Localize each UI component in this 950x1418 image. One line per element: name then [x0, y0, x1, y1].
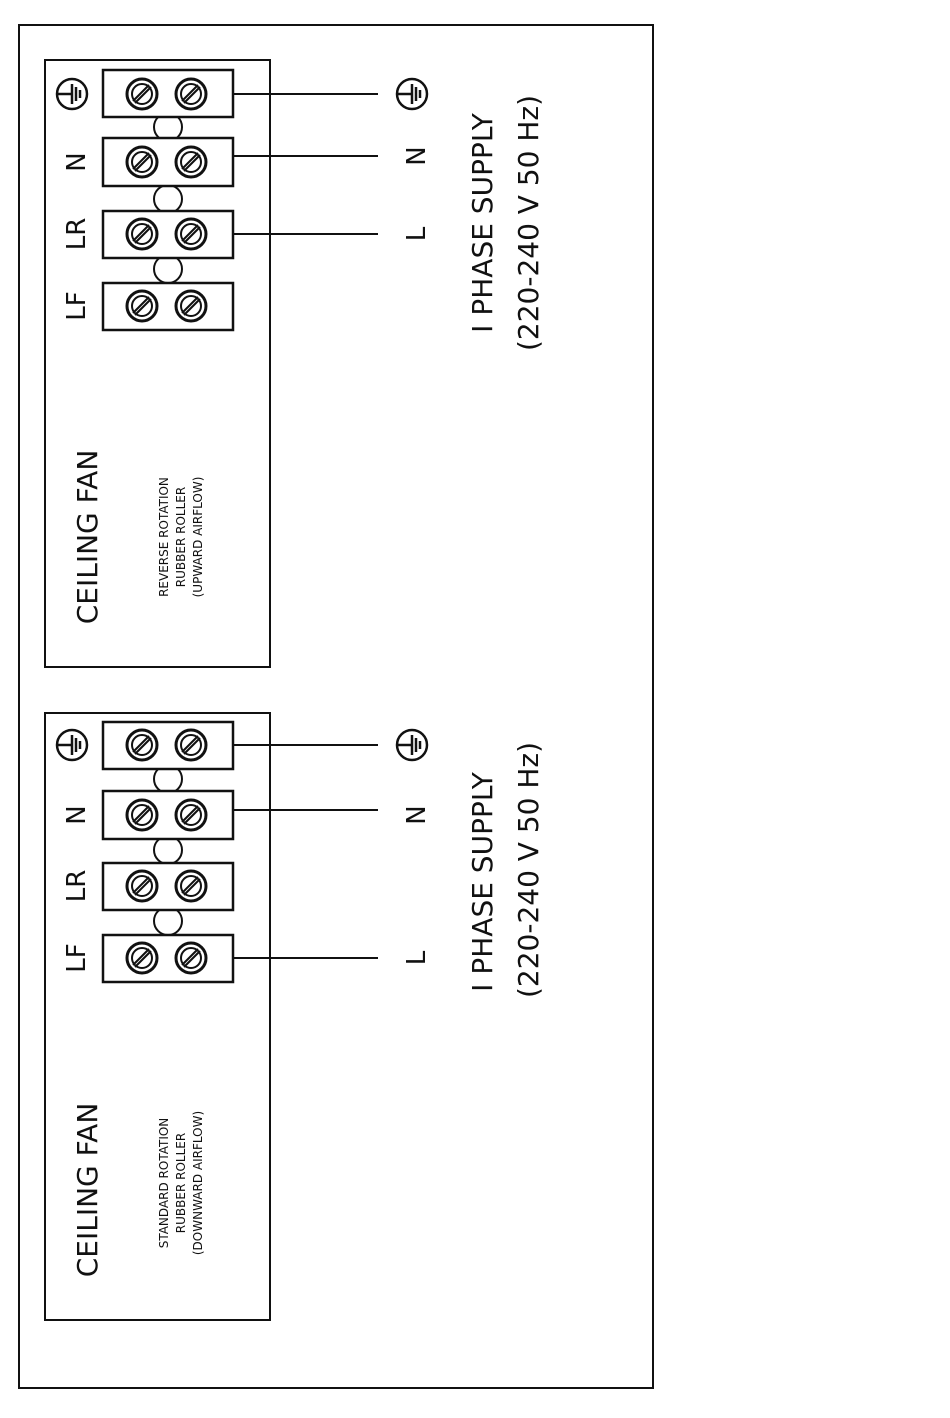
- panel-desc-line-2: RUBBER ROLLER: [174, 1133, 188, 1233]
- terminal-cell: [103, 935, 233, 982]
- terminal-label-lr: LR: [62, 870, 92, 903]
- terminal-cell: [103, 211, 233, 258]
- terminal-label-lf: LF: [62, 943, 92, 972]
- panel-title: CEILING FAN: [71, 450, 104, 625]
- earth-icon: [397, 730, 427, 760]
- screw-icon: [176, 291, 206, 321]
- panel-desc-line-3: (DOWNWARD AIRFLOW): [191, 1111, 205, 1255]
- screw-icon: [127, 730, 157, 760]
- supply-label-l: L: [402, 950, 432, 965]
- screw-icon: [127, 219, 157, 249]
- screw-icon: [176, 871, 206, 901]
- supply-voltage: (220-240 V 50 Hz): [512, 95, 545, 351]
- screw-icon: [127, 147, 157, 177]
- terminal-cell: [103, 283, 233, 330]
- panel-lower: N LR LF CEILING FAN STANDARD ROTATION RU…: [45, 713, 545, 1320]
- earth-icon: [57, 79, 87, 109]
- terminal-cell: [103, 138, 233, 186]
- screw-icon: [127, 871, 157, 901]
- terminal-block: [103, 722, 233, 982]
- supply-title: I PHASE SUPPLY: [466, 112, 499, 333]
- terminal-block: [103, 70, 233, 330]
- supply-voltage: (220-240 V 50 Hz): [512, 742, 545, 998]
- terminal-cell: [103, 863, 233, 910]
- screw-icon: [176, 79, 206, 109]
- terminal-label-n: N: [62, 152, 92, 171]
- screw-icon: [176, 147, 206, 177]
- screw-icon: [176, 800, 206, 830]
- supply-label-n: N: [402, 805, 432, 824]
- screw-icon: [127, 291, 157, 321]
- screw-icon: [176, 943, 206, 973]
- terminal-cell: [103, 722, 233, 769]
- supply-title: I PHASE SUPPLY: [466, 771, 499, 992]
- panel-desc-line-3: (UPWARD AIRFLOW): [191, 477, 205, 598]
- screw-icon: [127, 800, 157, 830]
- panel-desc-line-1: REVERSE ROTATION: [157, 477, 171, 597]
- panel-upper: N LR LF CEILING FAN REVERSE ROTATION RUB…: [45, 60, 545, 667]
- terminal-label-lf: LF: [62, 291, 92, 320]
- panel-desc-line-1: STANDARD ROTATION: [157, 1118, 171, 1249]
- screw-icon: [176, 219, 206, 249]
- earth-icon: [57, 730, 87, 760]
- terminal-cell: [103, 791, 233, 839]
- terminal-label-lr: LR: [62, 218, 92, 251]
- terminal-cell: [103, 70, 233, 117]
- screw-icon: [127, 943, 157, 973]
- panel-title: CEILING FAN: [71, 1103, 104, 1278]
- earth-icon: [397, 79, 427, 109]
- supply-label-l: L: [402, 226, 432, 241]
- screw-icon: [176, 730, 206, 760]
- block-separator: [154, 185, 182, 213]
- supply-label-n: N: [402, 146, 432, 165]
- panel-desc-line-2: RUBBER ROLLER: [174, 487, 188, 587]
- screw-icon: [127, 79, 157, 109]
- terminal-label-n: N: [62, 805, 92, 824]
